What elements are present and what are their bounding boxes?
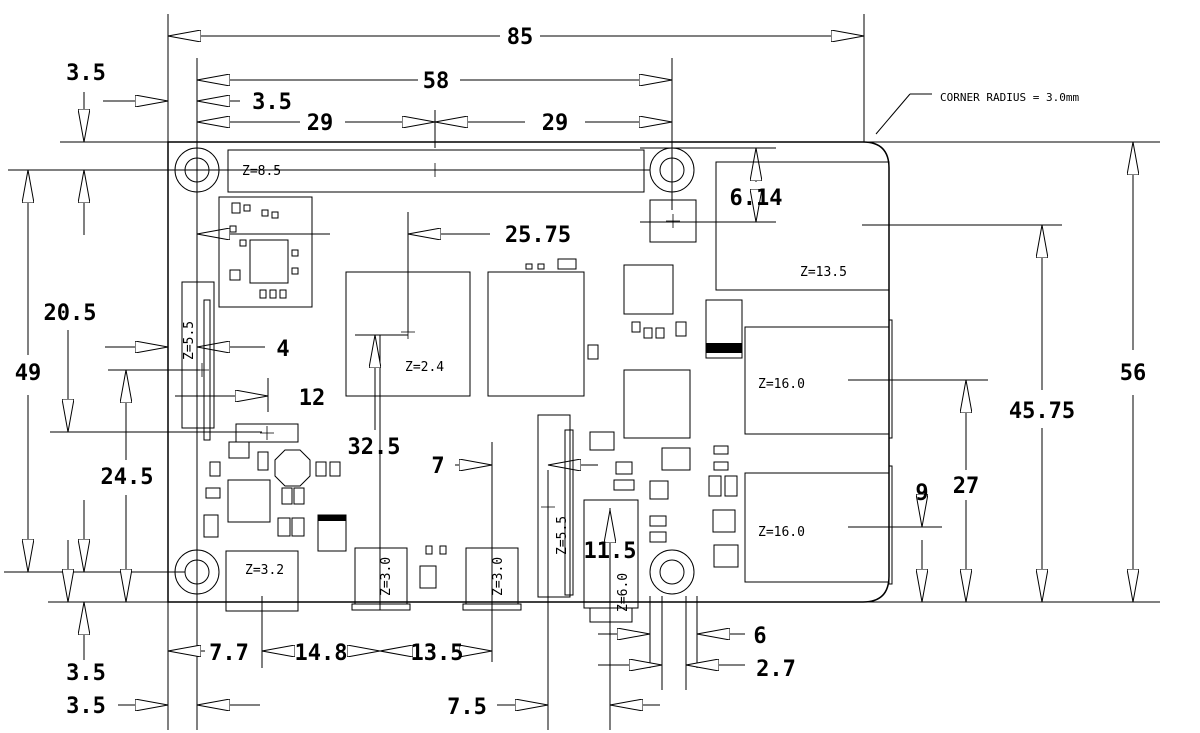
z-label-dsi: Z=5.5 — [182, 321, 197, 360]
dim-eth-center: 45.75 — [1009, 399, 1075, 424]
dim-header-right: 29 — [542, 111, 569, 136]
wireless-module — [218, 196, 313, 308]
z-label-gpio: Z=8.5 — [242, 164, 281, 179]
dim-overall-height: 56 — [1120, 361, 1147, 386]
dim-hdmi-center: 11.5 — [584, 539, 637, 564]
z-label-hdmi1: Z=3.0 — [491, 557, 506, 596]
ram-chip — [487, 271, 585, 397]
z-label-hdmi0: Z=3.0 — [379, 557, 394, 596]
dim-hdmi0-spacing: 14.8 — [295, 641, 348, 666]
dim-soc-center: 25.75 — [505, 223, 571, 248]
dim-camera-offset: 12 — [299, 386, 326, 411]
dim-bottom-3-5-a: 3.5 — [66, 661, 106, 686]
soc-chip — [345, 271, 471, 397]
dimension-arrows — [28, 36, 1133, 705]
dim-hole-bottom-2-7: 2.7 — [756, 657, 796, 682]
z-label-usbc: Z=3.2 — [245, 563, 284, 578]
dim-header-left: 29 — [307, 111, 334, 136]
dim-ethernet-offset: 6.14 — [730, 186, 783, 211]
dim-hole-spacing-x: 58 — [423, 69, 450, 94]
z-label-ethernet: Z=13.5 — [800, 265, 847, 280]
dim-overall-width: 85 — [507, 25, 534, 50]
dim-dsi-offset: 4 — [276, 337, 289, 362]
z-label-soc: Z=2.4 — [405, 360, 444, 375]
dim-hole-spacing-y: 49 — [15, 361, 42, 386]
dim-hole-offset-top: 3.5 — [66, 61, 106, 86]
dim-usb-bottom: 9 — [915, 481, 928, 506]
dim-hole-bottom-6: 6 — [753, 624, 766, 649]
dim-20-5: 20.5 — [44, 301, 97, 326]
dim-24-5: 24.5 — [101, 465, 154, 490]
gpio-header — [227, 149, 645, 193]
z-label-audio: Z=6.0 — [616, 573, 631, 612]
usb-controller-chip — [623, 264, 674, 315]
dim-ram-center: 32.5 — [348, 435, 401, 460]
dsi-connector — [181, 281, 215, 429]
dim-audio-offset: 7 — [431, 454, 444, 479]
dim-usbc-offset: 7.7 — [209, 641, 249, 666]
mounting-holes — [174, 147, 695, 595]
csi-connector — [537, 414, 571, 598]
dim-hdmi1-spacing: 13.5 — [411, 641, 464, 666]
dim-bottom-3-5-b: 3.5 — [66, 694, 106, 719]
ethernet-port — [715, 161, 890, 291]
z-label-csi: Z=5.5 — [555, 516, 570, 555]
z-label-usb-top: Z=16.0 — [758, 377, 805, 392]
corner-radius-note: CORNER RADIUS = 3.0mm — [940, 91, 1079, 104]
dim-audio-jack: 7.5 — [447, 695, 487, 720]
pmic-chip — [623, 369, 691, 439]
dim-hole-offset-left-top: 3.5 — [252, 90, 292, 115]
usbc-power-port — [225, 550, 299, 612]
z-label-usb-bottom: Z=16.0 — [758, 525, 805, 540]
dim-usb-top: 27 — [953, 474, 980, 499]
